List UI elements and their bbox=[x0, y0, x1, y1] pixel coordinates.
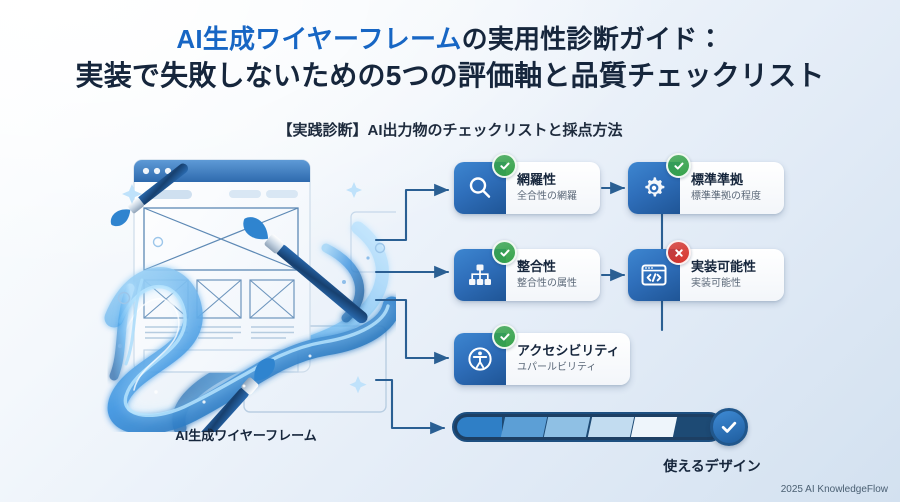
card-subtitle: ユパールビリティ bbox=[517, 361, 597, 373]
page-subtitle: 【実践診断】AI出力物のチェックリストと採点方法 bbox=[277, 122, 623, 139]
progress-track bbox=[452, 412, 724, 442]
illustration-caption: AI生成ワイヤーフレーム bbox=[175, 428, 317, 443]
title-line-1: AI生成ワイヤーフレームの実用性診断ガイド： bbox=[0, 22, 900, 57]
card-subtitle: 標準準拠の程度 bbox=[691, 190, 761, 202]
criterion-card-consistency[interactable]: 整合性 整合性の属性 bbox=[454, 240, 600, 301]
card-text: アクセシビリティ ユパールビリティ bbox=[506, 333, 630, 385]
card-subtitle: 全合性の網羅 bbox=[517, 190, 577, 202]
card-title: 実装可能性 bbox=[691, 259, 757, 275]
footer-credit: 2025 AI KnowledgeFlow bbox=[780, 484, 888, 495]
card-subtitle: 実装可能性 bbox=[691, 277, 741, 289]
card-text: 実装可能性 実装可能性 bbox=[680, 249, 769, 301]
magnifier-icon bbox=[454, 153, 517, 214]
gear-icon bbox=[628, 153, 691, 214]
status-badge-ok bbox=[492, 153, 517, 178]
sitemap-icon bbox=[454, 240, 517, 301]
code-window-icon bbox=[628, 240, 691, 301]
check-circle-icon bbox=[710, 408, 748, 446]
progress-segment bbox=[587, 417, 634, 437]
status-badge-ok bbox=[492, 324, 517, 349]
title-line-2: 実装で失敗しないための5つの評価軸と品質チェックリスト bbox=[75, 59, 825, 91]
wireframe-illustration bbox=[96, 140, 412, 468]
card-title: アクセシビリティ bbox=[517, 343, 620, 359]
status-badge-ok bbox=[492, 240, 517, 265]
card-title: 網羅性 bbox=[517, 172, 557, 188]
card-text: 網羅性 全合性の網羅 bbox=[506, 162, 590, 214]
title-accent-text: AI生成ワイヤーフレーム bbox=[176, 24, 462, 54]
accessibility-icon bbox=[454, 324, 517, 385]
progress-segment bbox=[631, 417, 678, 437]
card-title: 整合性 bbox=[517, 259, 557, 275]
criterion-card-coverage[interactable]: 網羅性 全合性の網羅 bbox=[454, 153, 600, 214]
status-badge-ok bbox=[666, 153, 691, 178]
score-progress[interactable]: 使えるデザイン bbox=[452, 408, 761, 474]
progress-segment bbox=[544, 417, 591, 437]
title-rest-text: の実用性診断ガイド： bbox=[461, 24, 724, 54]
progress-label: 使えるデザイン bbox=[663, 458, 761, 474]
card-subtitle: 整合性の属性 bbox=[517, 277, 577, 289]
criterion-card-feasibility[interactable]: 実装可能性 実装可能性 bbox=[628, 240, 784, 301]
card-title: 標準準拠 bbox=[691, 172, 744, 188]
criterion-card-accessibility[interactable]: アクセシビリティ ユパールビリティ bbox=[454, 324, 630, 385]
card-text: 標準準拠 標準準拠の程度 bbox=[680, 162, 774, 214]
page-title: AI生成ワイヤーフレームの実用性診断ガイド： 実装で失敗しないための5つの評価軸… bbox=[0, 22, 900, 94]
progress-segment bbox=[500, 417, 548, 437]
progress-segments bbox=[457, 417, 719, 437]
card-text: 整合性 整合性の属性 bbox=[506, 249, 590, 301]
status-badge-ng bbox=[666, 240, 691, 265]
progress-segment bbox=[457, 417, 502, 437]
criterion-card-standards[interactable]: 標準準拠 標準準拠の程度 bbox=[628, 153, 784, 214]
